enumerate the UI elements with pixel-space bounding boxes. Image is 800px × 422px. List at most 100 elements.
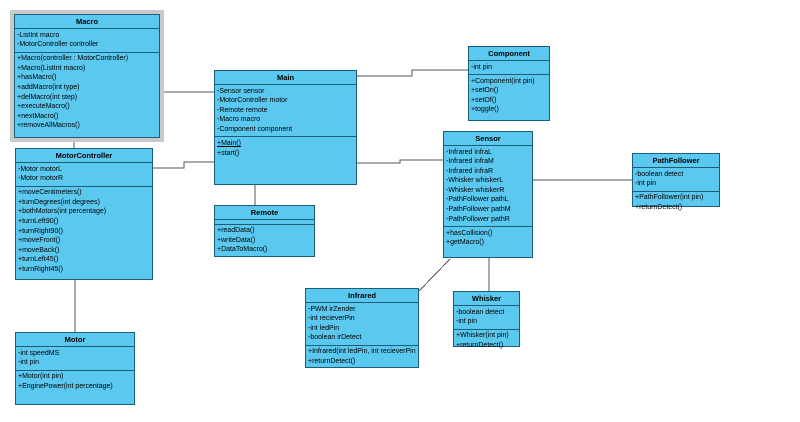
method-row: +executeMacro() [17, 103, 70, 111]
class-box-main[interactable]: Main -Sensor sensor -MotorController motor… [214, 70, 357, 185]
attribute-row: -MotorController motor [217, 97, 288, 105]
attribute-row: -Motor motorR [18, 175, 64, 183]
attribute-row: -ListInt macro [17, 31, 60, 39]
method-row: +turnRight90() [18, 227, 63, 235]
method-row: +Macro(ListInt macro) [17, 64, 86, 72]
class-box-whisker[interactable]: Whisker -boolean detect -int pin +Whisker(i… [453, 291, 520, 349]
method-row: +moveBack() [18, 246, 60, 254]
method-row: +delMacro(int step) [17, 93, 78, 101]
method-row: +getMacro() [446, 239, 484, 247]
class-methods-pathfollower: +PathFollower(int pin)+returnDetect() [633, 192, 719, 215]
method-row: +nextMacro() [17, 112, 59, 120]
class-attributes-motor: -int speedMS -int pin [16, 347, 134, 371]
method-row: +toggle() [471, 106, 499, 114]
method-row: +setOf() [471, 96, 497, 104]
attribute-row: -Remote remote [217, 106, 268, 114]
attribute-row: -boolean detect [456, 308, 505, 316]
class-box-pathfollower[interactable]: PathFollower-boolean detect-int pin +Path… [632, 153, 720, 211]
attribute-row: -Motor motorL [18, 165, 62, 173]
attribute-row: -int pin [18, 359, 40, 367]
method-row: +readData() [217, 227, 255, 234]
method-row: +Whisker(int pin) [456, 332, 509, 340]
attribute-row: -Component component [217, 125, 293, 133]
class-title-motorcontroller: MotorController [16, 149, 152, 163]
attribute-row: -boolean irDetect [308, 334, 362, 342]
attribute-row: -PWM irZender [308, 305, 356, 313]
attribute-row: -Macro macro [217, 116, 261, 124]
attribute-row: -int ledPin [308, 324, 340, 332]
method-row: +Motor(int pin) [18, 373, 64, 381]
method-row: +DataToMacro() [217, 246, 268, 254]
attribute-row: -Whisker whiskerR [446, 186, 505, 194]
class-attributes-whisker: -boolean detect -int pin [454, 306, 519, 330]
class-title-sensor: Sensor [444, 132, 532, 146]
method-row: +returnDetect() [456, 341, 504, 349]
method-row: +Main() [217, 139, 241, 147]
class-attributes-macro: -ListInt macro -MotorController controlle… [15, 29, 159, 53]
method-row: +turnLeft45() [18, 256, 59, 264]
class-box-macro[interactable]: Macro -ListInt macro -MotorController cont… [10, 10, 164, 142]
method-row: +hasCollision() [446, 229, 493, 237]
class-box-sensor[interactable]: Sensor -Infrared infraL -Infrared infraM-I… [443, 131, 533, 258]
edge-main-sensor [357, 159, 443, 164]
class-box-component[interactable]: Component -int pin +Component(int pin)+set… [468, 46, 550, 121]
method-row: +start() [217, 149, 240, 157]
class-methods-main: +Main() +start() [215, 137, 356, 160]
class-attributes-component: -int pin [469, 61, 549, 76]
attribute-row: -PathFollower pathL [446, 196, 509, 204]
class-title-macro: Macro [15, 15, 159, 29]
class-title-component: Component [469, 47, 549, 61]
method-row: +turnLeft90() [18, 217, 59, 225]
attribute-row: -Infrared infraL [446, 148, 492, 156]
class-attributes-sensor: -Infrared infraL -Infrared infraM-Infrare… [444, 146, 532, 228]
attribute-row: -Sensor sensor [217, 87, 265, 95]
method-row: +turnDegrees(int degrees) [18, 198, 100, 206]
class-box-motor[interactable]: Motor -int speedMS -int pin +Motor(int pin)… [15, 332, 135, 405]
attribute-row: -Whisker whiskerL [446, 177, 504, 185]
class-methods-motorcontroller: +moveCentimeters()+turnDegrees(int degre… [16, 187, 152, 277]
method-row: +turnRight45() [18, 265, 63, 273]
method-row: +Macro(controller : MotorController) [17, 55, 129, 63]
class-box-infrared[interactable]: Infrared-PWM irZender-int recieverPin-in… [305, 288, 419, 368]
attribute-row: -PathFollower pathM [446, 206, 511, 214]
method-row: +returnDetect() [308, 357, 356, 365]
method-row: +removeAllMacros() [17, 122, 80, 130]
class-title-pathfollower: PathFollower [633, 154, 719, 168]
attribute-row: -MotorController controller [17, 41, 99, 49]
method-row: +hasMacro() [17, 74, 57, 82]
attribute-row: -Infrared infraR [446, 167, 494, 175]
method-row: +addMacro(int type) [17, 83, 80, 91]
class-attributes-infrared: -PWM irZender-int recieverPin-int ledPin… [306, 303, 418, 346]
method-row: +returnDetect() [635, 203, 683, 211]
class-attributes-pathfollower: -boolean detect-int pin [633, 168, 719, 192]
method-row: +moveFront() [18, 237, 61, 245]
class-title-motor: Motor [16, 333, 134, 347]
class-methods-remote: +readData() +writeData() +DataToMacro() [215, 225, 314, 257]
class-title-main: Main [215, 71, 356, 85]
method-row: +bothMotors(int percentage) [18, 208, 107, 216]
attribute-row: -Infrared infraM [446, 158, 494, 166]
edge-main-component [357, 69, 468, 77]
method-row: +EnginePower(int percentage) [18, 382, 113, 390]
attribute-row: -boolean detect [635, 170, 684, 178]
class-methods-component: +Component(int pin)+setOn()+setOf()+togg… [469, 75, 549, 117]
method-row: +writeData() [217, 236, 256, 244]
method-row: +PathFollower(int pin) [635, 194, 704, 202]
attribute-row: -int speedMS [18, 349, 60, 357]
class-methods-macro: +Macro(controller : MotorController)+Mac… [15, 53, 159, 133]
attribute-row: -int pin [471, 63, 493, 71]
class-box-motorcontroller[interactable]: MotorController -Motor motorL -Motor motor… [15, 148, 153, 280]
attribute-row: -int pin [456, 318, 478, 326]
class-methods-motor: +Motor(int pin)+EnginePower(int percenta… [16, 371, 134, 394]
method-row: +setOn() [471, 87, 499, 95]
method-row: +Infrared(int ledPin, int recieverPin) [308, 348, 416, 356]
class-title-infrared: Infrared [306, 289, 418, 303]
edge-sensor-infrared [418, 258, 451, 292]
class-methods-whisker: +Whisker(int pin)+returnDetect() [454, 330, 519, 353]
class-box-remote[interactable]: Remote +readData() +writeData() +DataToMacr… [214, 205, 315, 257]
method-row: +moveCentimeters() [18, 189, 82, 197]
edge-motorcontroller-main [153, 161, 214, 169]
class-title-whisker: Whisker [454, 292, 519, 306]
class-title-remote: Remote [215, 206, 314, 220]
